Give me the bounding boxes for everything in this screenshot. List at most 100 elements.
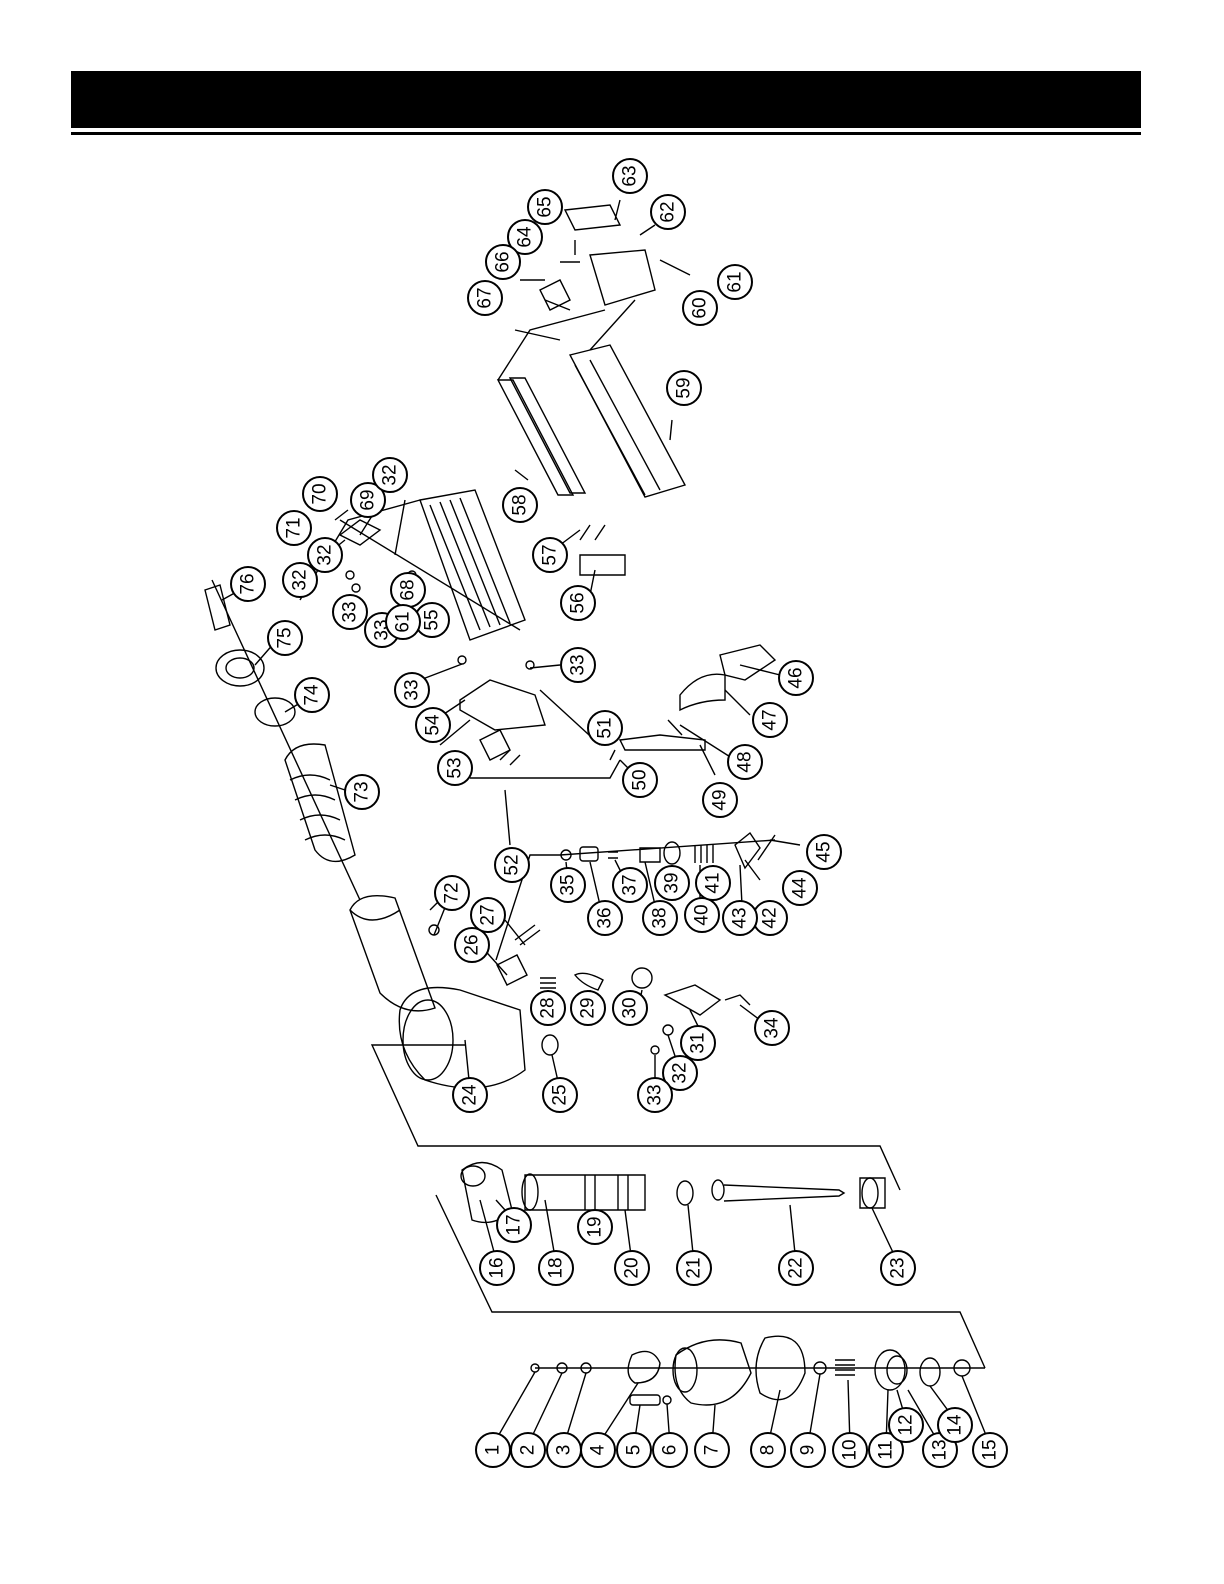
svg-text:62: 62: [658, 201, 679, 222]
svg-text:72: 72: [442, 882, 463, 903]
callout-part-61-a: 61: [718, 265, 752, 299]
svg-text:59: 59: [674, 377, 695, 398]
callout-part-20: 20: [615, 1251, 649, 1285]
svg-text:34: 34: [762, 1017, 783, 1039]
callout-part-68: 68: [391, 573, 425, 607]
callout-part-8: 8: [751, 1433, 785, 1467]
callout-part-48: 48: [728, 745, 762, 779]
callout-part-29: 29: [571, 991, 605, 1025]
callout-part-37: 37: [613, 868, 647, 902]
callout-part-59: 59: [667, 371, 701, 405]
callout-part-24: 24: [453, 1078, 487, 1112]
callout-part-66: 66: [486, 245, 520, 279]
callout-part-3: 3: [547, 1433, 581, 1467]
callout-part-36: 36: [588, 901, 622, 935]
svg-text:18: 18: [546, 1257, 567, 1278]
svg-text:38: 38: [650, 907, 671, 928]
svg-text:33: 33: [402, 679, 423, 700]
svg-text:42: 42: [760, 907, 781, 928]
svg-text:55: 55: [422, 609, 443, 630]
svg-text:46: 46: [786, 667, 807, 688]
callout-part-5: 5: [617, 1433, 651, 1467]
svg-text:71: 71: [284, 517, 305, 538]
svg-text:16: 16: [487, 1257, 508, 1278]
svg-text:9: 9: [798, 1445, 819, 1456]
svg-text:22: 22: [786, 1257, 807, 1278]
callout-part-4: 4: [581, 1433, 615, 1467]
svg-text:19: 19: [585, 1216, 606, 1237]
svg-text:27: 27: [478, 904, 499, 925]
callout-part-28: 28: [531, 991, 565, 1025]
callout-part-40: 40: [685, 898, 719, 932]
callout-part-34: 34: [755, 1011, 789, 1045]
svg-text:54: 54: [423, 714, 444, 736]
callout-part-26: 26: [455, 928, 489, 962]
callout-part-6: 6: [653, 1433, 687, 1467]
svg-text:56: 56: [568, 592, 589, 613]
svg-text:65: 65: [535, 196, 556, 217]
callout-part-71: 71: [277, 511, 311, 545]
callout-part-58: 58: [503, 488, 537, 522]
svg-text:32: 32: [290, 569, 311, 590]
svg-text:68: 68: [398, 579, 419, 600]
callout-part-31: 31: [681, 1026, 715, 1060]
svg-text:15: 15: [980, 1439, 1001, 1460]
svg-text:69: 69: [358, 489, 379, 510]
callout-part-25: 25: [543, 1078, 577, 1112]
svg-text:44: 44: [790, 877, 811, 899]
svg-text:76: 76: [238, 573, 259, 594]
svg-text:23: 23: [888, 1257, 909, 1278]
svg-text:63: 63: [620, 165, 641, 186]
svg-text:61: 61: [393, 611, 414, 632]
svg-text:33: 33: [340, 601, 361, 622]
svg-text:73: 73: [352, 781, 373, 802]
svg-text:17: 17: [504, 1214, 525, 1235]
svg-text:30: 30: [620, 997, 641, 1018]
svg-text:21: 21: [684, 1257, 705, 1278]
svg-text:3: 3: [554, 1445, 575, 1456]
callout-part-53: 53: [438, 751, 472, 785]
callout-part-52: 52: [495, 848, 529, 882]
svg-text:33: 33: [645, 1084, 666, 1105]
svg-text:75: 75: [275, 627, 296, 648]
callout-part-27: 27: [471, 898, 505, 932]
svg-text:33: 33: [568, 654, 589, 675]
svg-text:24: 24: [460, 1084, 481, 1106]
svg-text:5: 5: [624, 1445, 645, 1456]
svg-text:67: 67: [475, 287, 496, 308]
svg-text:20: 20: [622, 1257, 643, 1278]
svg-text:47: 47: [760, 709, 781, 730]
svg-text:29: 29: [578, 997, 599, 1018]
svg-text:66: 66: [493, 251, 514, 272]
callout-part-15: 15: [973, 1433, 1007, 1467]
svg-text:48: 48: [735, 751, 756, 772]
callout-part-70: 70: [303, 477, 337, 511]
svg-text:28: 28: [538, 997, 559, 1018]
svg-text:12: 12: [896, 1414, 917, 1435]
callout-part-9: 9: [791, 1433, 825, 1467]
callout-part-63: 63: [613, 159, 647, 193]
callout-part-7: 7: [695, 1433, 729, 1467]
svg-text:31: 31: [688, 1032, 709, 1053]
svg-text:4: 4: [588, 1444, 609, 1455]
svg-text:60: 60: [690, 297, 711, 318]
callout-part-38: 38: [643, 901, 677, 935]
callout-part-45: 45: [807, 835, 841, 869]
row-16-23-artwork: [372, 1045, 900, 1263]
svg-text:51: 51: [595, 717, 616, 738]
callout-part-56: 56: [561, 586, 595, 620]
svg-text:11: 11: [876, 1440, 897, 1460]
svg-text:32: 32: [670, 1062, 691, 1083]
callout-part-33-a: 33: [638, 1078, 672, 1112]
callout-part-65: 65: [528, 190, 562, 224]
svg-text:61: 61: [725, 271, 746, 292]
callout-part-32-b: 32: [373, 458, 407, 492]
callout-part-60: 60: [683, 291, 717, 325]
callout-part-12: 12: [889, 1408, 923, 1442]
callout-part-61-b: 61: [386, 605, 420, 639]
callout-part-32-c: 32: [308, 538, 342, 572]
callout-part-23: 23: [881, 1251, 915, 1285]
svg-text:1: 1: [483, 1445, 504, 1456]
callout-part-39: 39: [655, 866, 689, 900]
